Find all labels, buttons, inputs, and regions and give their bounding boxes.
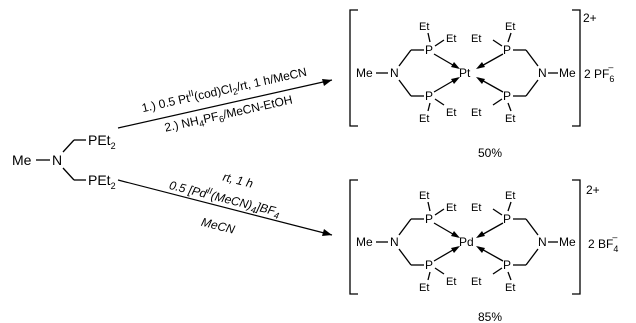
pd-left-et-bottom-2: Et <box>446 276 456 288</box>
pt-metal-center: Pt <box>459 66 471 80</box>
pd-right-p-top: P <box>503 212 511 226</box>
pt-left-methyl: Me <box>356 66 373 80</box>
pt-left-et-bottom-1: Et <box>419 113 429 125</box>
ligand-methyl-label: Me <box>12 152 32 168</box>
ligand-nitrogen-label: N <box>52 152 62 168</box>
pt-right-p-top: P <box>503 43 511 57</box>
pd-yield: 85% <box>478 310 502 323</box>
pt-left-et-bottom-2: Et <box>446 107 456 119</box>
pt-counterion: 2 PF6– <box>584 62 614 84</box>
pd-complex: 2+ 2 BF4– Me N P P Et Et Et Et Pd P P Et <box>349 179 618 295</box>
reaction-arrow-lower <box>117 179 333 236</box>
ligand-pet2-bottom: PEt2 <box>88 172 116 191</box>
pd-counterion: 2 BF4– <box>588 232 618 254</box>
pt-right-et-bottom-2: Et <box>471 107 481 119</box>
pt-left-p-top: P <box>425 43 433 57</box>
pt-left-p-bottom: P <box>425 89 433 103</box>
pd-left-p-top: P <box>425 212 433 226</box>
pd-left-et-top-2: Et <box>446 202 456 214</box>
reaction-arrow-upper <box>117 79 333 129</box>
lower-condition-solvent: MeCN <box>200 215 237 237</box>
pd-right-methyl: Me <box>559 235 576 249</box>
pt-right-methyl: Me <box>559 66 576 80</box>
ligand-pet2-top: PEt2 <box>88 132 116 151</box>
pd-right-p-bottom: P <box>503 258 511 272</box>
pd-right-et-top-2: Et <box>471 202 481 214</box>
pd-right-nitrogen: N <box>538 235 547 249</box>
starting-ligand: Me N PEt2 PEt2 <box>12 132 116 191</box>
pd-metal-center: Pd <box>459 235 474 249</box>
pd-left-nitrogen: N <box>390 235 399 249</box>
pd-right-et-top-1: Et <box>505 190 515 202</box>
pd-left-methyl: Me <box>356 235 373 249</box>
pt-right-et-top-2: Et <box>471 33 481 45</box>
lower-condition-time: rt, 1 h <box>221 170 254 191</box>
pt-complex-charge: 2+ <box>583 11 597 25</box>
pt-left-et-top-2: Et <box>446 33 456 45</box>
pt-right-p-bottom: P <box>503 89 511 103</box>
pt-left-nitrogen: N <box>390 66 399 80</box>
pd-left-p-bottom: P <box>425 258 433 272</box>
pd-left-et-top-1: Et <box>419 190 429 202</box>
pd-right-et-bottom-1: Et <box>505 282 515 294</box>
pd-right-et-bottom-2: Et <box>471 276 481 288</box>
lower-conditions: rt, 1 h 0.5 [PdII(MeCN)4]BF4 MeCN <box>168 170 280 237</box>
pt-complex: 2+ 2 PF6– Me N P P Et Et Et Et Pt P P Et <box>349 9 614 127</box>
pd-complex-charge: 2+ <box>586 183 600 197</box>
pd-left-et-bottom-1: Et <box>419 282 429 294</box>
upper-conditions: 1.) 0.5 PtII(cod)Cl2/rt, 1 h/MeCN 2.) NH… <box>140 65 308 135</box>
pt-yield: 50% <box>478 146 502 160</box>
pt-right-et-top-1: Et <box>505 21 515 33</box>
pt-right-et-bottom-1: Et <box>505 113 515 125</box>
pt-right-nitrogen: N <box>538 66 547 80</box>
pt-left-et-top-1: Et <box>419 21 429 33</box>
